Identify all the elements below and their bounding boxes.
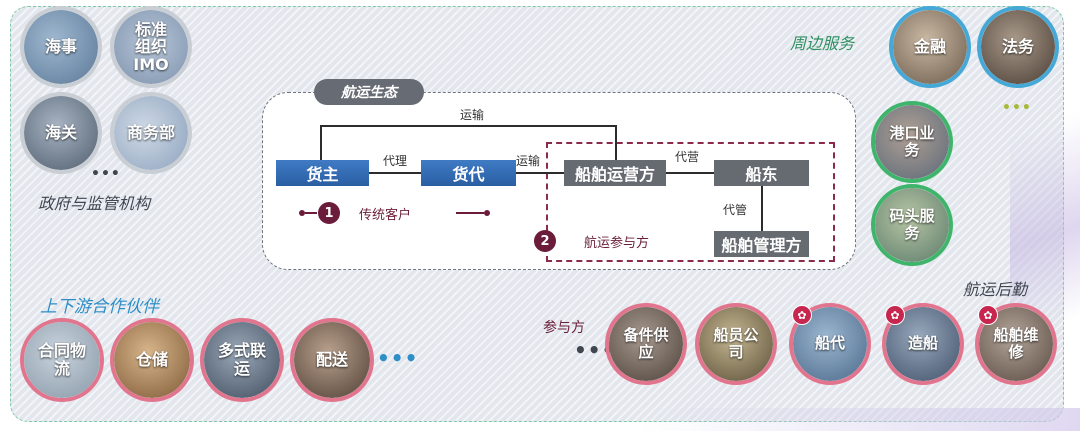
legend-line-right (456, 212, 484, 214)
upstream-section-label: 上下游合作伙伴 (40, 297, 159, 317)
gov-commerce-label: 商务部 (126, 122, 175, 142)
edge-agent (369, 172, 421, 174)
peripheral-legal-label: 法务 (1001, 36, 1034, 56)
node-cargo-owner: 货主 (276, 160, 369, 186)
upstream-warehouse-circle: 仓储 (110, 318, 194, 402)
edge-transport-mid (516, 172, 564, 174)
logistics-section-label: 航运后勤 (963, 280, 1028, 299)
logistics-shipbuilding-label: 造船 (907, 334, 938, 353)
gov-imo-circle: 标准组织IMO (110, 6, 192, 88)
legend-shipping-participants: 航运参与方 (584, 236, 650, 251)
peripheral-port-label: 港口业务 (889, 123, 935, 159)
gov-commerce-circle: 商务部 (110, 92, 192, 174)
logistics-crew-company-circle: 船员公司 (695, 303, 777, 385)
participants-dashed-box (546, 142, 835, 262)
upstream-warehouse-label: 仓储 (135, 349, 168, 369)
logistics-crew-company-label: 船员公司 (713, 325, 759, 361)
legend-traditional-customers: 传统客户 (359, 208, 412, 223)
edge-operate (666, 172, 714, 174)
peripheral-section-label: 周边服务 (790, 34, 855, 53)
peripheral-port-circle: 港口业务 (871, 101, 953, 183)
upstream-multimodal-circle: 多式联运 (200, 318, 284, 402)
logistics-ship-agency-label: 船代 (814, 334, 845, 353)
edge-transport-top-right (615, 125, 617, 160)
peripheral-finance-circle: 金融 (889, 6, 971, 88)
legend-bullet-right (484, 210, 490, 216)
legend-number-2: 2 (534, 230, 556, 252)
node-ship-operator: 船舶运营方 (564, 160, 666, 186)
legend-line-left (305, 212, 317, 214)
edge-label-manage: 代管 (723, 203, 748, 217)
edge-label-agent: 代理 (383, 154, 408, 168)
node-forwarder: 货代 (421, 160, 516, 186)
gov-customs-circle: 海关 (20, 92, 102, 174)
star-icon: ✿ (978, 305, 998, 325)
legend-bullet-left (299, 210, 305, 216)
node-ship-manager: 船舶管理方 (714, 231, 809, 257)
node-shipowner: 船东 (714, 160, 809, 186)
edge-label-transport-mid: 运输 (516, 154, 541, 168)
peripheral-terminal-label: 码头服务 (889, 206, 935, 242)
gov-maritime-circle: 海事 (20, 6, 102, 88)
star-icon: ✿ (885, 305, 905, 325)
ecosystem-tag: 航运生态 (314, 79, 424, 105)
edge-label-transport-top: 运输 (460, 108, 485, 122)
logistics-ship-repair-label: 船舶维修 (993, 325, 1039, 361)
logistics-ship-agency-circle: 船代 (789, 303, 871, 385)
decorative-stripe-bottom (640, 408, 1080, 431)
gov-customs-label: 海关 (44, 122, 77, 142)
upstream-contract-logistics-label: 合同物流 (37, 340, 86, 378)
logistics-spare-parts-circle: 备件供应 (605, 303, 687, 385)
participants-label: 参与方 (543, 320, 585, 336)
upstream-more-dots: ••• (377, 346, 419, 370)
logistics-spare-parts-label: 备件供应 (623, 325, 669, 361)
gov-more-dots: ••• (91, 166, 121, 182)
legend-number-1: 1 (318, 202, 340, 224)
peripheral-finance-label: 金融 (913, 36, 946, 56)
upstream-multimodal-label: 多式联运 (217, 340, 266, 378)
edge-transport-top-left (320, 125, 322, 160)
gov-imo-label: 标准组织IMO (133, 19, 169, 74)
peripheral-legal-circle: 法务 (977, 6, 1059, 88)
edge-manage (761, 185, 763, 231)
star-icon: ✿ (792, 305, 812, 325)
upstream-delivery-circle: 配送 (290, 318, 374, 402)
edge-label-operate: 代营 (675, 150, 700, 164)
gov-section-label: 政府与监管机构 (38, 194, 151, 213)
gov-maritime-label: 海事 (44, 36, 77, 56)
edge-transport-top (320, 125, 617, 127)
upstream-contract-logistics-circle: 合同物流 (20, 318, 104, 402)
peripheral-more-dots: ••• (1002, 100, 1032, 116)
peripheral-terminal-circle: 码头服务 (871, 184, 953, 266)
upstream-delivery-label: 配送 (315, 349, 348, 369)
